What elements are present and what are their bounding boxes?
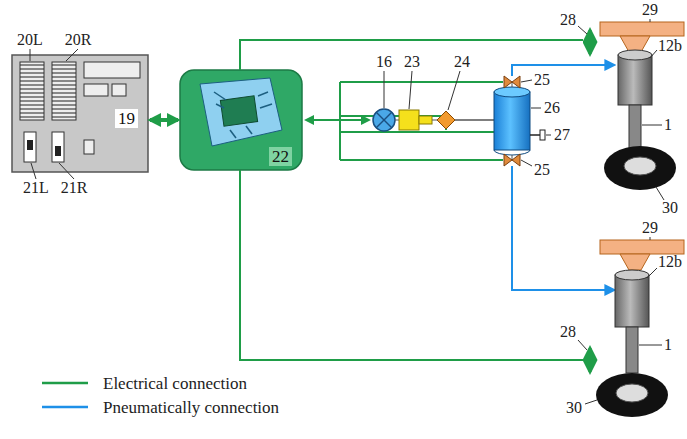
callout-number: 27	[554, 127, 570, 143]
callout-number: 30	[662, 200, 678, 216]
callout-number: 12b	[658, 38, 682, 54]
callout-number: 28	[560, 324, 576, 340]
callout-number: 20R	[65, 32, 92, 48]
callout-number: 25	[534, 72, 550, 88]
callout-number: 28	[560, 12, 576, 28]
pneumatic-lines	[512, 65, 614, 290]
legend-line-sample	[42, 382, 88, 385]
leader-lines	[30, 19, 664, 404]
callout-number: 20L	[17, 32, 43, 48]
legend-line-sample	[42, 406, 88, 409]
electrical-wiring	[240, 40, 583, 360]
callout-number: 16	[376, 54, 392, 70]
callout-number: 24	[454, 54, 470, 70]
callout-number: 25	[534, 162, 550, 178]
controller-unit: 22	[180, 70, 302, 170]
upper-wheel-assembly	[590, 22, 684, 190]
callout-number: 26	[544, 100, 560, 116]
callout-number: 1	[664, 117, 672, 133]
callout-number: 1	[664, 337, 672, 353]
callout-number: 12b	[658, 254, 682, 270]
callout-number: 21L	[23, 180, 49, 196]
callout-number: 23	[404, 54, 420, 70]
callout-number: 29	[642, 220, 658, 236]
callout-number: 22	[269, 147, 292, 166]
pneumatic-components	[373, 76, 545, 166]
legend-text: Pneumatically connection	[103, 399, 279, 416]
control-panel: 19	[12, 55, 148, 172]
control-panel-art	[12, 55, 148, 172]
callout-number: 30	[566, 400, 582, 416]
connector-arrow	[150, 118, 178, 122]
callout-number: 29	[642, 2, 658, 18]
controller-art	[180, 70, 302, 170]
lower-wheel-assembly	[590, 240, 684, 417]
callout-number: 21R	[61, 180, 88, 196]
callout-number: 19	[115, 109, 138, 128]
legend-text: Electrical connection	[103, 375, 247, 392]
